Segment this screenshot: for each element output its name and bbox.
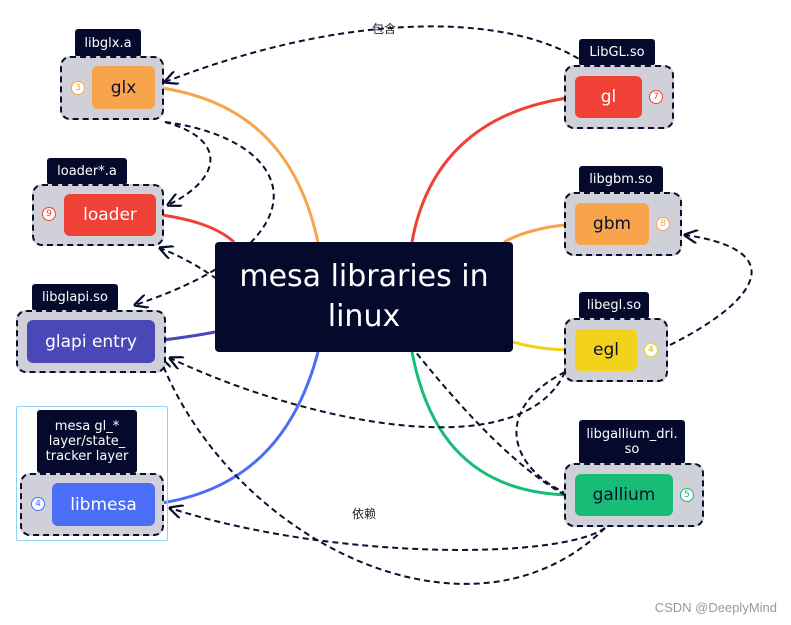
contains-label: 包含: [372, 22, 397, 36]
libmesa-badge: 4: [31, 497, 45, 511]
contains-arrow: [165, 25, 596, 82]
gallium-libmesa-arrow: [170, 508, 606, 551]
branch-glx: [154, 85, 320, 243]
glapi-entry-node[interactable]: glapi entry: [27, 320, 155, 363]
egl-gbm-arrow: [669, 235, 753, 346]
libgbm-tag: libgbm.so: [579, 166, 663, 193]
loader-tag: loader*.a: [47, 158, 127, 185]
mesa-layer-tag: mesa gl_* layer/state_ tracker layer: [37, 410, 137, 473]
egl-badge: 4: [644, 343, 658, 357]
loader-node[interactable]: loader: [64, 194, 156, 236]
egl-glapi-arrow: [170, 358, 566, 429]
libegl-tag: libegl.so: [579, 292, 649, 319]
branch-gallium: [410, 351, 576, 497]
gallium-glapi-arrow: [160, 358, 606, 585]
center-title: mesa libraries in linux: [239, 259, 489, 334]
glx-node[interactable]: glx: [92, 66, 155, 109]
egl-gallium-dash: [515, 371, 571, 496]
libgl-tag: LibGL.so: [579, 39, 655, 66]
gallium-badge: 5: [680, 488, 694, 502]
glx-loader-arrow-1: [165, 121, 212, 205]
gallium-center-dash: [409, 344, 566, 496]
selection-frame: [16, 406, 168, 541]
gbm-node[interactable]: gbm: [575, 203, 649, 245]
gbm-badge: 8: [656, 217, 670, 231]
center-topic[interactable]: mesa libraries in linux: [215, 242, 513, 352]
loader-badge: 9: [42, 207, 56, 221]
gl-node[interactable]: gl: [575, 76, 642, 118]
libglx-tag: libglx.a: [75, 29, 141, 57]
branch-loader: [154, 212, 235, 244]
glx-badge: 3: [71, 81, 85, 95]
watermark: CSDN @DeeplyMind: [654, 600, 777, 615]
libmesa-node[interactable]: libmesa: [52, 483, 155, 526]
branch-libmesa: [154, 351, 320, 506]
libglapi-tag: libglapi.so: [32, 284, 118, 311]
gallium-node[interactable]: gallium: [575, 474, 673, 516]
depends-label: 依赖: [352, 507, 377, 521]
gl-badge: 7: [649, 90, 663, 104]
libgallium-tag: libgallium_dri. so: [579, 420, 685, 464]
egl-node[interactable]: egl: [575, 329, 637, 371]
glx-glapi-arrow: [135, 121, 275, 305]
branch-gl: [410, 95, 576, 243]
